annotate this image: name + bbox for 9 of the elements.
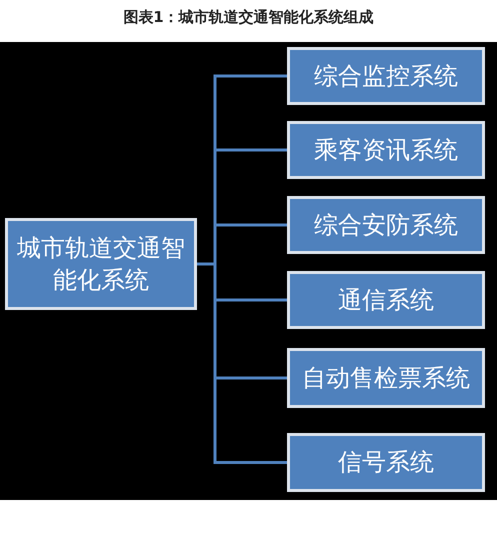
system-box: 信号系统	[287, 433, 485, 492]
system-box: 城市轨道交通智能化系统	[5, 218, 197, 310]
connector-line	[197, 262, 287, 464]
system-box: 综合安防系统	[287, 196, 485, 254]
title: 图表1：城市轨道交通智能化系统组成	[122, 8, 375, 27]
system-box: 通信系统	[287, 271, 485, 329]
system-box: 乘客资讯系统	[287, 121, 485, 179]
system-box: 综合监控系统	[287, 47, 485, 105]
system-box: 自动售检票系统	[287, 348, 485, 408]
